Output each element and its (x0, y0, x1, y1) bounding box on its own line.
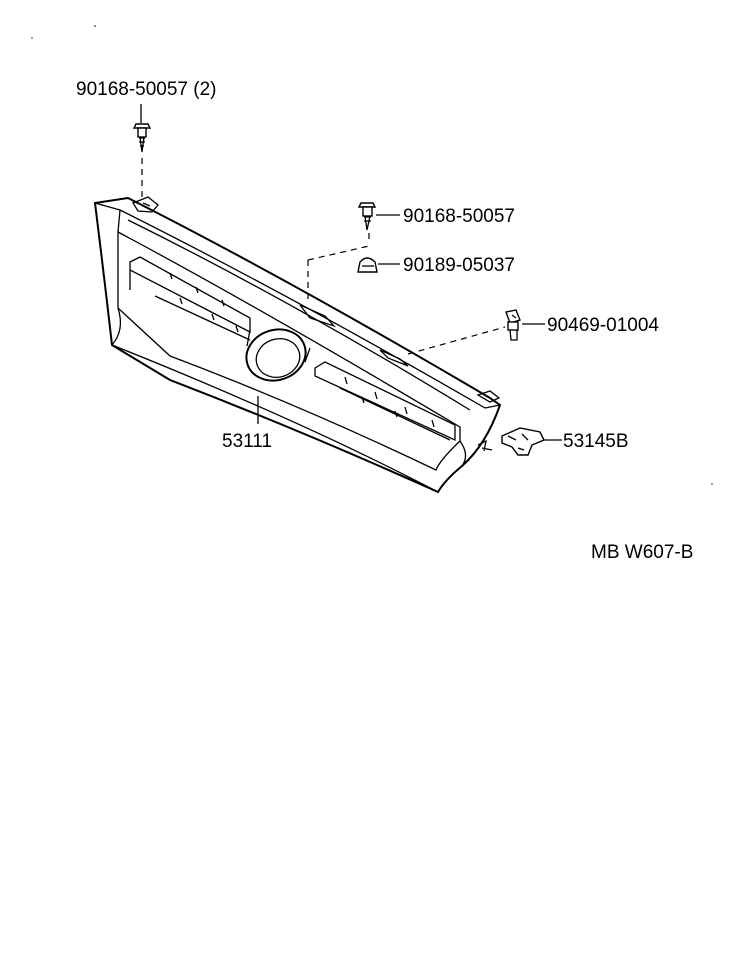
fastener-part (407, 309, 545, 355)
drawing-code: MB W607-B (591, 542, 693, 563)
callout-fastener: 90469-01004 (547, 315, 659, 336)
clip-part (307, 245, 400, 300)
callout-screw-right: 90168-50057 (403, 206, 515, 227)
callout-grille: 53111 (222, 431, 272, 452)
callout-screw-top-left: 90168-50057 (2) (76, 79, 217, 100)
screw-right-part (357, 202, 400, 244)
callout-clip: 90189-05037 (403, 255, 515, 276)
radiator-grille (93, 196, 502, 494)
bracket-part (477, 427, 562, 456)
screw-top-left-part (132, 104, 152, 200)
scan-specks (31, 25, 713, 485)
callout-bracket: 53145B (563, 431, 629, 452)
